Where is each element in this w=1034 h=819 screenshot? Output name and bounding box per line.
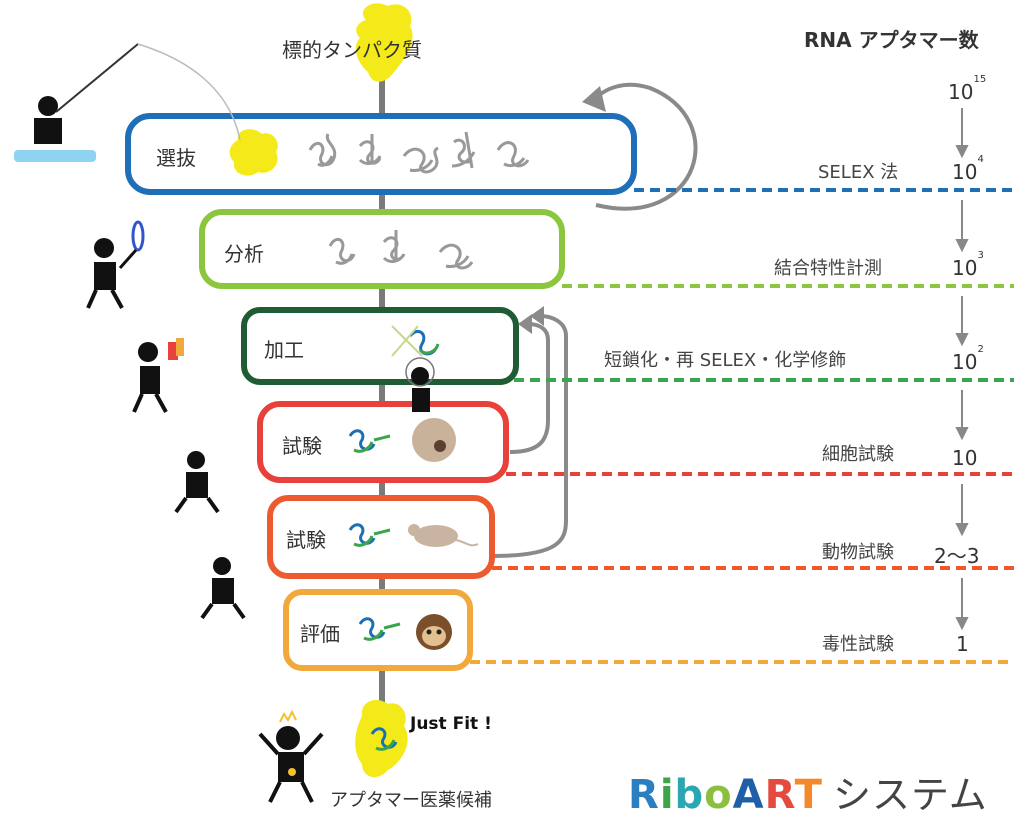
stage-box-processing [241, 307, 519, 385]
rna-aptamer-count-title: RNA アプタマー数 [804, 28, 979, 52]
brand-letter-5: R [764, 772, 795, 818]
stage-box-animal-test [267, 495, 495, 579]
method-toxicity: 毒性試験 [822, 634, 894, 655]
brand-letters: RiboART [628, 772, 823, 818]
stage-label-evaluation: 評価 [300, 622, 340, 646]
target-protein-icon [355, 3, 413, 82]
brand-letter-3: o [704, 772, 733, 818]
count-1: 104 [952, 154, 984, 184]
count-0: 1015 [948, 74, 987, 104]
brand-letter-2: b [674, 772, 705, 818]
protein-in-selection-icon [229, 129, 278, 176]
stage-label-selection: 選抜 [156, 146, 196, 170]
squat-character-2-icon [200, 557, 246, 620]
cell-icon [412, 418, 456, 462]
stage-box-analysis [199, 209, 565, 289]
count-4: 10 [952, 446, 978, 470]
feedback-arrowhead-animal [530, 306, 544, 326]
method-selex: SELEX 法 [818, 162, 899, 183]
aptamer-pool-selection [308, 131, 530, 174]
aptamer-animal-test [348, 523, 391, 547]
mouse-icon [408, 524, 479, 547]
aptamer-evaluation [358, 617, 401, 641]
stage-label-analysis: 分析 [224, 242, 264, 266]
feedback-loop-cell [509, 322, 550, 454]
brand-letter-4: A [732, 772, 765, 818]
selex-cycle-arrowhead [582, 86, 606, 112]
stage-label-animal-test: 試験 [286, 528, 326, 552]
feedback-arrowhead-cell [518, 314, 532, 334]
just-fit-text: Just Fit ! [410, 714, 492, 734]
final-aptamer-icon [370, 727, 398, 751]
count-2: 103 [952, 250, 984, 280]
method-binding: 結合特性計測 [774, 258, 882, 279]
method-modification: 短鎖化・再 SELEX・化学修飾 [604, 350, 847, 371]
count-3: 102 [952, 344, 984, 374]
squat-character-1-icon [174, 451, 220, 514]
tennis-character-icon [86, 220, 145, 309]
selex-cycle-arrow [592, 82, 698, 211]
stage-label-processing: 加工 [264, 338, 304, 362]
brand-suffix: システム [832, 773, 988, 817]
count-5: 2〜3 [934, 544, 980, 568]
monkey-icon [416, 614, 452, 650]
aptamer-pool-analysis [328, 230, 474, 270]
crafting-character-icon [132, 338, 184, 413]
count-arrows [955, 108, 969, 631]
method-animal-test: 動物試験 [822, 542, 894, 563]
sitting-character-icon [405, 357, 435, 412]
final-protein-icon [355, 700, 408, 778]
brand-letter-6: T [794, 772, 823, 818]
method-cell-test: 細胞試験 [822, 444, 894, 465]
modified-aptamer-processing [391, 325, 440, 357]
stage-label-cell-test: 試験 [282, 434, 322, 458]
aptamer-cell-test [348, 429, 391, 453]
candidate-text: アプタマー医薬候補 [330, 790, 492, 811]
cell-nucleus-icon [434, 440, 446, 452]
stage-box-evaluation [283, 589, 473, 671]
brand-letter-0: R [628, 772, 660, 818]
target-protein-title: 標的タンパク質 [282, 38, 422, 62]
fisher-character-icon [14, 43, 241, 162]
feedback-loop-animal [491, 314, 568, 558]
count-6: 1 [956, 632, 969, 656]
cheering-character-icon [258, 709, 324, 803]
stage-box-selection [125, 113, 637, 195]
brand-letter-1: i [659, 772, 675, 818]
